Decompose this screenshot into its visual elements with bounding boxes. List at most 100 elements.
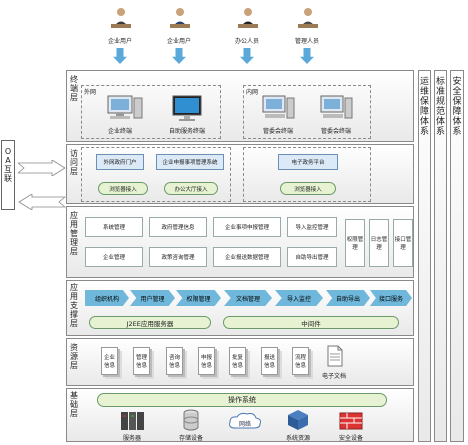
layer-label-char: 管 <box>70 229 78 238</box>
terminal-item-label: 企业终端 <box>107 128 132 135</box>
layer-label-char: 层 <box>70 247 78 256</box>
layer-label-char: 层 <box>70 409 78 418</box>
mgmt-module-tall: 接口管理 <box>393 219 413 267</box>
storage-device-icon <box>183 409 199 431</box>
network-cloud-icon <box>227 411 263 431</box>
enterprise-declaration-box: 企业申报事项管理系统 <box>156 154 224 170</box>
layer-label-char: 基 <box>70 391 78 400</box>
layer-label-char: 资 <box>70 343 78 352</box>
down-arrow-icon <box>240 48 254 64</box>
user-person-icon <box>108 6 134 32</box>
self-service-terminal-icon <box>170 94 204 122</box>
standards-char: 标 <box>435 77 445 87</box>
user-person-icon <box>167 6 193 32</box>
server-icon <box>119 411 145 431</box>
resource-layer: 资源层 企业信息 管理信息 咨询信息 申报信息 批复信息 报送信息 流程信息 电… <box>66 338 414 386</box>
standards-char: 范 <box>435 107 445 117</box>
users-row: 企业用户 企业用户 办公人员 管理人员 <box>60 0 410 70</box>
layer-label-char: 应 <box>70 211 78 220</box>
security-char: 保 <box>452 97 462 107</box>
right-arrow-icon <box>16 159 66 177</box>
browser-access-pill: 浏览器接入 <box>98 182 148 195</box>
mgmt-module: 导入监控管理 <box>287 217 337 237</box>
support-step: 组织机构 <box>85 290 129 306</box>
ops-guarantee-panel: 运维保障体系 <box>418 70 431 442</box>
layer-label-char: 层 <box>70 93 78 102</box>
system-resource-icon <box>287 409 309 431</box>
security-panel: 安全保障体系 <box>450 70 464 442</box>
standards-char: 准 <box>435 87 445 97</box>
layer-label-char: 用 <box>70 220 78 229</box>
internal-access-zone: 电子政务平台 浏览器接入 <box>243 147 371 202</box>
terminal-item-label: 管委会终端 <box>262 128 293 135</box>
foundation-item-label: 服务器 <box>122 435 141 442</box>
egov-platform-box: 电子政务平台 <box>278 154 338 170</box>
external-portal-box: 外网政府门户 <box>96 154 144 170</box>
ops-guarantee-char: 障 <box>419 107 429 117</box>
user-label: 企业用户 <box>166 38 191 45</box>
support-step: 权限管理 <box>176 290 221 306</box>
external-network-label: 外网 <box>84 89 97 96</box>
desktop-computer-icon <box>260 94 296 122</box>
internal-network-zone: 内网 管委会终端 管委会终端 <box>243 85 371 139</box>
desktop-computer-icon <box>104 94 144 122</box>
support-step: 接口服务 <box>370 290 412 306</box>
mgmt-module-tall: 权限管理 <box>345 219 365 267</box>
app-support-layer: 应用支撑层 组织机构 用户管理 权限管理 文档管理 导入监控 自助导出 接口服务… <box>66 280 414 336</box>
resource-doc: 流程信息 <box>292 347 309 375</box>
layer-label-char: 应 <box>70 283 78 292</box>
external-network-zone: 外网 企业终端 自助服务终端 <box>81 85 221 139</box>
layer-label-char: 用 <box>70 292 78 301</box>
ops-guarantee-char: 保 <box>419 97 429 107</box>
resource-doc: 报送信息 <box>261 347 278 375</box>
terminal-layer: 终端层 外网 企业终端 自助服务终端 内网 管委会终端 管委会终端 <box>66 70 414 142</box>
foundation-item-label: 安全设备 <box>338 435 363 442</box>
resource-doc: 咨询信息 <box>166 347 183 375</box>
security-char: 障 <box>452 107 462 117</box>
mgmt-module: 系统管理 <box>85 217 143 237</box>
resource-doc: 管理信息 <box>133 347 150 375</box>
security-char: 系 <box>452 127 462 137</box>
resource-doc: 申报信息 <box>198 347 215 375</box>
user-label: 办公人员 <box>234 38 259 45</box>
mgmt-module: 企业报送数据管理 <box>213 247 281 267</box>
mgmt-module: 政府管理信息 <box>149 217 207 237</box>
app-management-layer: 应用管理层 系统管理 政府管理信息 企业事项申报管理 导入监控管理 企业管理 政… <box>66 206 414 278</box>
external-access-zone: 外网政府门户 企业申报事项管理系统 浏览器接入 办公大厅接入 <box>81 147 231 202</box>
foundation-item-label: 存储设备 <box>178 435 203 442</box>
ops-guarantee-char: 运 <box>419 77 429 87</box>
security-char: 全 <box>452 87 462 97</box>
down-arrow-icon <box>172 48 186 64</box>
desktop-computer-icon <box>318 94 354 122</box>
user-person-icon <box>295 6 321 32</box>
layer-label-char: 理 <box>70 238 78 247</box>
browser-access-pill: 浏览器接入 <box>280 182 336 195</box>
support-step: 导入监控 <box>275 290 323 306</box>
mgmt-module-tall: 日志管理 <box>369 219 389 267</box>
terminal-item-label: 管委会终端 <box>320 128 351 135</box>
layer-label-char: 源 <box>70 352 78 361</box>
access-layer-label: 访问层 <box>69 149 79 176</box>
user-label: 企业用户 <box>107 38 132 45</box>
resource-doc: 批复信息 <box>229 347 246 375</box>
support-step: 用户管理 <box>130 290 175 306</box>
internal-network-label: 内网 <box>246 89 259 96</box>
mgmt-module: 自助导出管理 <box>287 247 337 267</box>
foundation-item-label: 系统资源 <box>285 435 310 442</box>
layer-label-char: 端 <box>70 84 78 93</box>
terminal-item-label: 自助服务终端 <box>168 128 205 135</box>
standards-char: 体 <box>435 117 445 127</box>
j2ee-server-pill: J2EE应用服务器 <box>89 316 211 329</box>
ops-guarantee-char: 维 <box>419 87 429 97</box>
office-hall-access-pill: 办公大厅接入 <box>164 182 218 195</box>
middleware-pill: 中间件 <box>223 316 399 329</box>
foundation-layer-label: 基础层 <box>69 391 79 418</box>
layer-label-char: 撑 <box>70 310 78 319</box>
electronic-document-label: 电子文档 <box>321 373 346 380</box>
user-person-icon <box>235 6 261 32</box>
ops-guarantee-char: 系 <box>419 127 429 137</box>
mgmt-module: 企业管理 <box>85 247 143 267</box>
operating-system-pill: 操作系统 <box>97 393 387 407</box>
layer-label-char: 层 <box>70 361 78 370</box>
